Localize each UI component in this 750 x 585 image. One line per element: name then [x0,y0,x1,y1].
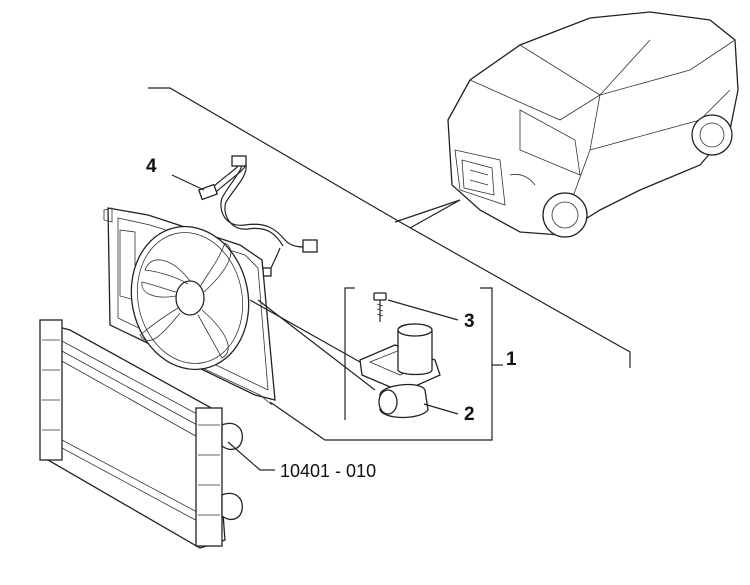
reference-number: 10401 - 010 [280,461,376,481]
item-group-bracket [249,287,503,441]
callout-4: 4 [146,156,157,177]
callout-1: 1 [506,349,517,370]
wiring-harness [171,155,318,277]
radiator [39,319,243,549]
callout-leaders [227,299,459,471]
perspective-guide-line [148,87,631,368]
callout-3: 3 [464,311,475,332]
fan-assembly [130,225,250,371]
resistor-module [359,323,441,419]
callout-2: 2 [464,404,475,425]
vehicle-illustration [447,11,739,238]
vehicle-leader-lines [394,199,461,229]
screw [373,292,387,322]
